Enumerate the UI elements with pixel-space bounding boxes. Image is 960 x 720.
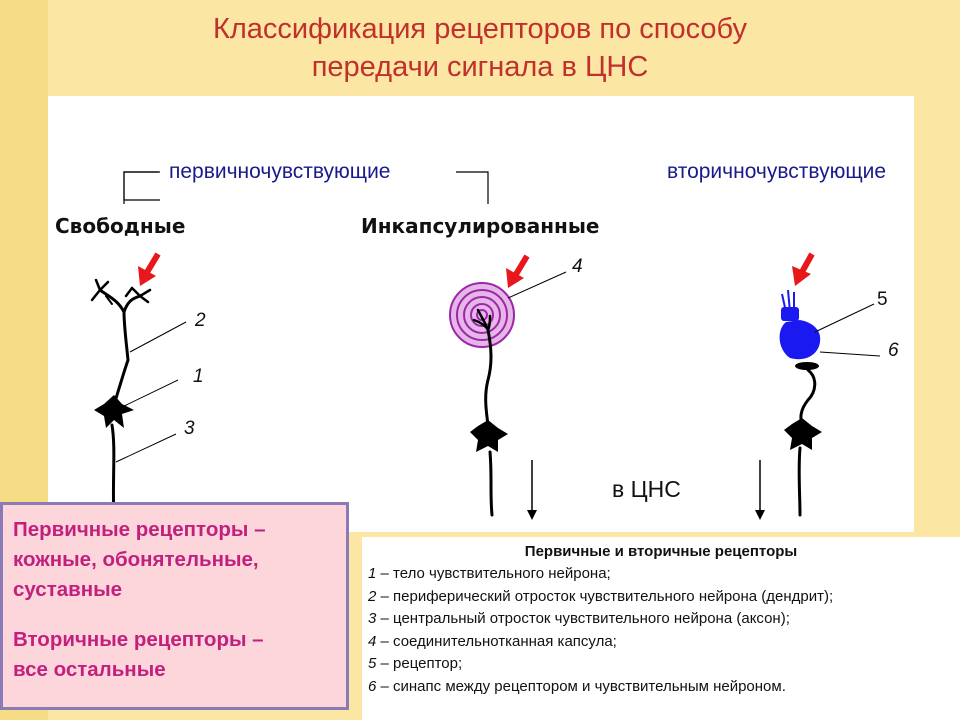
secondary-group-label: вторичночувствующие bbox=[667, 160, 887, 183]
legend-box: Первичные и вторичные рецепторы 1 – тело… bbox=[362, 537, 960, 720]
title-line-2: передачи сигнала в ЦНС bbox=[311, 51, 649, 83]
legend-text: – тело чувствительного нейрона; bbox=[376, 565, 611, 582]
legend-num: 2 bbox=[368, 587, 377, 605]
encapsulated-neuron bbox=[472, 308, 494, 517]
title-line-1: Классификация рецепторов по способу bbox=[212, 13, 748, 45]
legend-item-6: 6 – синапс между рецептором и чувствител… bbox=[368, 676, 954, 699]
number-2: 2 bbox=[195, 310, 206, 331]
legend-text: – соединительнотканная капсула; bbox=[376, 632, 617, 650]
note-line-4: Вторичные рецепторы – bbox=[13, 628, 264, 651]
receptor-cell-5 bbox=[779, 289, 821, 360]
legend-text: – рецептор; bbox=[376, 655, 463, 672]
cns-arrows bbox=[527, 460, 765, 520]
legend-item-1: 1 – тело чувствительного нейрона; bbox=[368, 563, 954, 586]
legend-text: – синапс между рецептором и чувствительн… bbox=[376, 677, 786, 695]
number-4: 4 bbox=[572, 256, 583, 277]
number-3: 3 bbox=[184, 418, 195, 439]
encapsulated-receptor-label: Инкапсулированные bbox=[361, 214, 600, 238]
legend-title: Первичные и вторичные рецепторы bbox=[524, 543, 798, 560]
legend-num: 6 bbox=[368, 677, 377, 695]
note-line-5: все остальные bbox=[13, 658, 166, 681]
free-receptor-label: Свободные bbox=[55, 214, 186, 238]
neuron-body-1 bbox=[94, 395, 134, 428]
legend-item-5: 5 – рецептор; bbox=[368, 653, 954, 676]
primary-bracket-left-path bbox=[123, 171, 158, 204]
cns-label: в ЦНС bbox=[612, 476, 681, 502]
legend-item-2: 2 – периферический отросток чувствительн… bbox=[368, 586, 954, 609]
note-line-2: кожные, обонятельные, bbox=[13, 548, 259, 571]
primary-bracket-right-path bbox=[456, 171, 489, 204]
pointer-lines bbox=[115, 271, 881, 463]
neuron-body-2 bbox=[470, 420, 508, 452]
red-arrows bbox=[138, 252, 815, 288]
note-line-3: суставные bbox=[13, 578, 123, 601]
synapse-6 bbox=[795, 362, 819, 370]
secondary-neuron bbox=[797, 368, 817, 517]
note-box: Первичные рецепторы – кожные, обонятельн… bbox=[0, 502, 349, 710]
neuron-body-3 bbox=[784, 418, 822, 450]
free-receptor-neuron bbox=[90, 278, 152, 522]
primary-group-label: первичночувствующие bbox=[169, 160, 391, 183]
legend-text: – периферический отросток чувствительног… bbox=[376, 587, 834, 605]
number-5: 5 bbox=[877, 289, 888, 310]
legend-num: 1 bbox=[368, 565, 377, 582]
legend-num: 5 bbox=[368, 655, 377, 672]
number-6: 6 bbox=[888, 340, 899, 361]
legend-item-3: 3 – центральный отросток чувствительного… bbox=[368, 608, 954, 631]
slide-title: Классификация рецепторов по способу пере… bbox=[0, 10, 960, 86]
note-line-1: Первичные рецепторы – bbox=[13, 518, 266, 541]
legend-item-4: 4 – соединительнотканная капсула; bbox=[368, 631, 954, 654]
number-1: 1 bbox=[193, 366, 204, 387]
legend-text: – центральный отросток чувствительного н… bbox=[376, 610, 790, 627]
legend-num: 4 bbox=[368, 632, 377, 650]
legend-num: 3 bbox=[368, 610, 377, 627]
primary-bracket-left bbox=[123, 171, 160, 201]
